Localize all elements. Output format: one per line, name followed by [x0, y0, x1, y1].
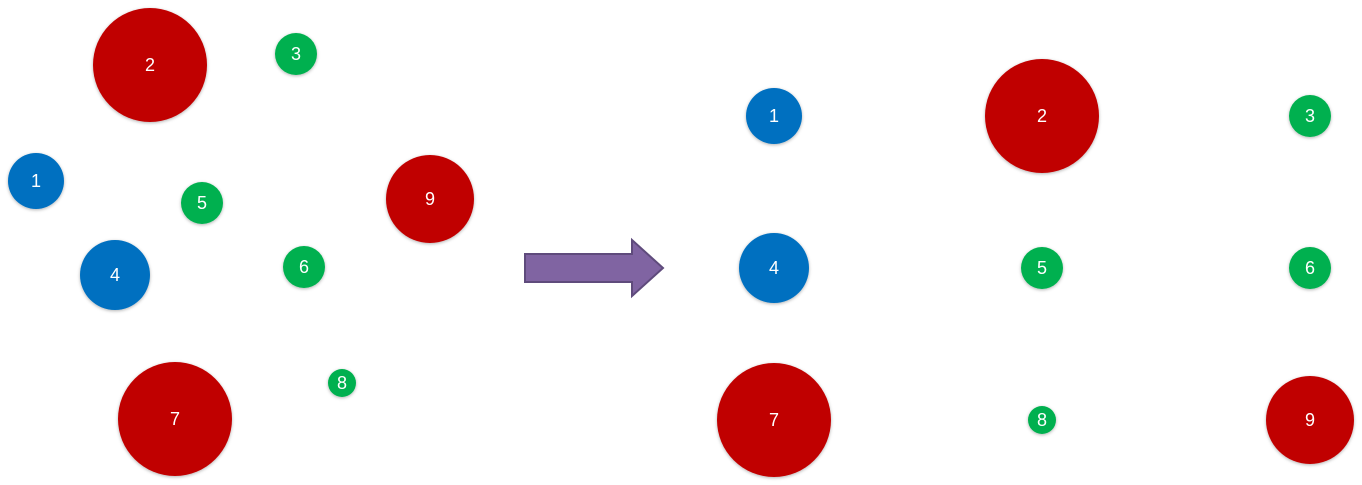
after-node-label: 3: [1305, 106, 1315, 126]
before-node-9: [386, 155, 474, 243]
after-node-4: [739, 233, 809, 303]
after-node-label: 5: [1037, 258, 1047, 278]
after-node-label: 9: [1305, 410, 1315, 430]
after-node-9: [1266, 376, 1354, 464]
before-node-6: [283, 246, 325, 288]
before-group: 1 2 3 4 5 6 7 8 9: [8, 8, 474, 476]
before-node-4: [80, 240, 150, 310]
before-node-label: 9: [425, 189, 435, 209]
before-node-label: 3: [291, 44, 301, 64]
before-node-label: 8: [337, 373, 347, 393]
before-node-8: [328, 369, 356, 397]
after-node-1: [746, 88, 802, 144]
after-node-label: 8: [1037, 410, 1047, 430]
after-node-label: 7: [769, 410, 779, 430]
after-node-2: [985, 59, 1099, 173]
before-node-3: [275, 33, 317, 75]
right-arrow-icon: [524, 237, 665, 299]
after-node-label: 2: [1037, 106, 1047, 126]
before-node-1: [8, 153, 64, 209]
before-node-5: [181, 182, 223, 224]
after-node-3: [1289, 95, 1331, 137]
before-node-label: 7: [170, 409, 180, 429]
before-node-label: 1: [31, 171, 41, 191]
before-node-2: [93, 8, 207, 122]
before-node-label: 5: [197, 193, 207, 213]
after-node-7: [717, 363, 831, 477]
after-node-label: 1: [769, 106, 779, 126]
before-node-label: 4: [110, 265, 120, 285]
after-node-label: 4: [769, 258, 779, 278]
before-node-7: [118, 362, 232, 476]
after-node-6: [1289, 247, 1331, 289]
after-group: 1 2 3 4 5 6 7 8 9: [717, 59, 1354, 477]
before-node-label: 6: [299, 257, 309, 277]
after-node-5: [1021, 247, 1063, 289]
after-node-label: 6: [1305, 258, 1315, 278]
before-node-label: 2: [145, 55, 155, 75]
after-node-8: [1028, 406, 1056, 434]
